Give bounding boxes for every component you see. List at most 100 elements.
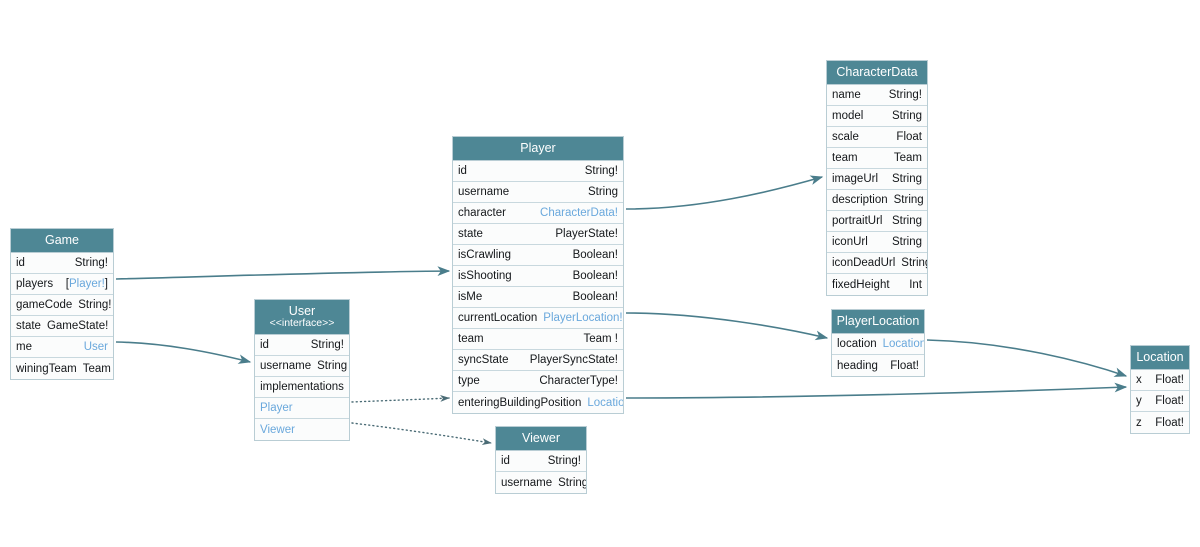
field-row[interactable]: state GameState! — [11, 316, 113, 338]
field-name: state — [16, 320, 41, 333]
field-type: String — [587, 186, 618, 199]
field-name: team — [458, 333, 484, 346]
field-row[interactable]: locationLocation! — [832, 334, 924, 356]
field-type: Float! — [890, 359, 919, 372]
field-name: state — [458, 228, 483, 241]
field-type: String! — [888, 89, 922, 102]
edge-user-implements-player — [351, 395, 450, 403]
field-name: me — [16, 341, 32, 354]
field-name: scale — [832, 131, 859, 144]
field-name: y — [1136, 395, 1142, 408]
field-type: Float! — [1155, 374, 1184, 387]
field-row[interactable]: isMe Boolean! — [453, 287, 623, 309]
field-row[interactable]: name String! — [827, 85, 927, 107]
field-row[interactable]: team Team ! — [453, 329, 623, 351]
field-type: PlayerState! — [555, 228, 618, 241]
field-type: String — [891, 215, 922, 228]
field-type: String — [317, 360, 348, 373]
field-row[interactable]: syncState PlayerSyncState! — [453, 350, 623, 372]
entity-header-characterdata: CharacterData — [827, 61, 927, 86]
entity-header-viewer: Viewer — [496, 427, 586, 452]
field-name: syncState — [458, 354, 509, 367]
field-row[interactable]: enteringBuildingPositionLocation — [453, 392, 623, 414]
field-name: username — [458, 186, 510, 199]
entity-title: Game — [44, 233, 80, 247]
field-type: PlayerLocation! — [543, 312, 623, 325]
edge-user-implements-viewer — [351, 422, 492, 445]
entity-stereotype: <<interface>> — [269, 317, 335, 330]
field-name: id — [458, 165, 467, 178]
field-type: GameState! — [46, 320, 109, 333]
entity-header-location: Location — [1131, 346, 1189, 371]
field-row[interactable]: state PlayerState! — [453, 224, 623, 246]
entity-header-player: Player — [453, 137, 623, 162]
entity-title: PlayerLocation — [836, 314, 920, 328]
field-name: description — [832, 194, 888, 207]
field-row[interactable]: Player — [255, 398, 349, 420]
field-type: String — [891, 173, 922, 186]
entity-title: CharacterData — [836, 65, 918, 79]
field-type: Boolean! — [572, 291, 618, 304]
field-type: Float! — [1155, 416, 1184, 429]
field-name: heading — [837, 359, 878, 372]
field-row[interactable]: players[Player!] — [11, 274, 113, 296]
field-type: Boolean! — [572, 270, 618, 283]
field-row[interactable]: id String! — [255, 335, 349, 357]
field-type: String — [891, 236, 922, 249]
field-name: players — [16, 278, 54, 291]
field-row[interactable]: id String! — [453, 161, 623, 183]
field-type: PlayerSyncState! — [529, 354, 618, 367]
field-row[interactable]: iconDeadUrlString — [827, 253, 927, 275]
field-type: String! — [78, 299, 112, 312]
field-name: Viewer — [260, 423, 295, 436]
field-row[interactable]: username String — [453, 182, 623, 204]
field-row[interactable]: y Float! — [1131, 391, 1189, 413]
field-name: name — [832, 89, 861, 102]
field-type: String! — [310, 339, 344, 352]
field-row[interactable]: username String — [496, 472, 586, 494]
field-name: id — [260, 339, 269, 352]
field-type: String! — [584, 165, 618, 178]
field-name: isMe — [458, 291, 483, 304]
field-type: String! — [74, 257, 108, 270]
field-row[interactable]: heading Float! — [832, 355, 924, 377]
field-name: type — [458, 375, 480, 388]
entity-playerlocation[interactable]: PlayerLocation locationLocation! heading Fl… — [831, 309, 925, 378]
edge-player-character-to-characterdata — [625, 175, 824, 210]
field-row[interactable]: implementations — [255, 377, 349, 399]
field-type: Float! — [1155, 395, 1184, 408]
field-row[interactable]: Viewer — [255, 419, 349, 441]
field-type: Float — [896, 131, 922, 144]
field-row[interactable]: scale Float — [827, 127, 927, 149]
field-name: username — [501, 476, 553, 489]
field-name: implementations — [260, 381, 344, 394]
field-type: Team ! — [583, 333, 618, 346]
field-type: String — [558, 476, 586, 489]
